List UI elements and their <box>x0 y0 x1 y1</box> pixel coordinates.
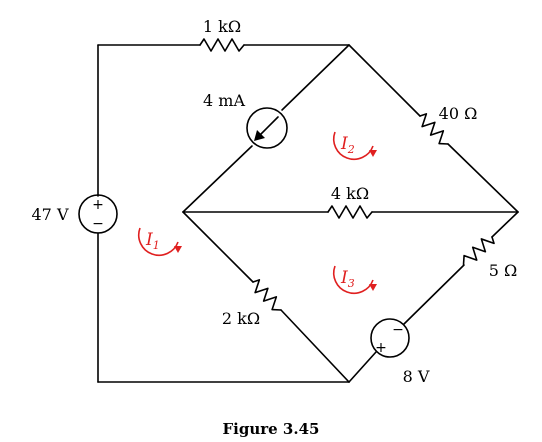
resistor-top-symbol <box>199 38 245 52</box>
voltage-source-bottom: − + <box>370 318 410 358</box>
loop-label-1: I1 <box>145 230 160 252</box>
label-v-source-bottom: 8 V <box>403 367 430 386</box>
resistor-middle-symbol <box>327 205 373 219</box>
resistor-upper-right-symbol <box>419 113 449 145</box>
minus-sign-bottom: − <box>392 322 404 338</box>
label-r-lower-left: 2 kΩ <box>222 309 260 328</box>
loop-arrow-1-icon <box>137 227 179 256</box>
resistor-lower-left-symbol <box>252 279 282 311</box>
label-v-source-left: 47 V <box>32 205 69 224</box>
plus-sign-bottom: + <box>375 340 387 356</box>
loop-label-3: I3 <box>340 268 355 290</box>
resistor-lower-right-symbol <box>462 236 495 266</box>
label-r-middle: 4 kΩ <box>331 184 369 203</box>
label-r-top: 1 kΩ <box>203 17 241 36</box>
figure-caption: Figure 3.45 <box>223 420 320 438</box>
mesh-current-arrows <box>137 131 377 294</box>
plus-sign-left: + <box>92 197 104 213</box>
loop-arrow-2-icon <box>332 131 374 160</box>
loop-label-2: I2 <box>340 134 355 156</box>
label-current-source: 4 mA <box>203 91 245 110</box>
label-r-lower-right: 5 Ω <box>489 261 518 280</box>
label-r-upper-right: 40 Ω <box>439 104 478 123</box>
loop-arrow-3-icon <box>332 265 374 294</box>
current-source <box>246 107 288 149</box>
wires <box>97 44 519 383</box>
minus-sign-left: − <box>92 216 104 232</box>
voltage-source-left: + − <box>78 194 118 234</box>
